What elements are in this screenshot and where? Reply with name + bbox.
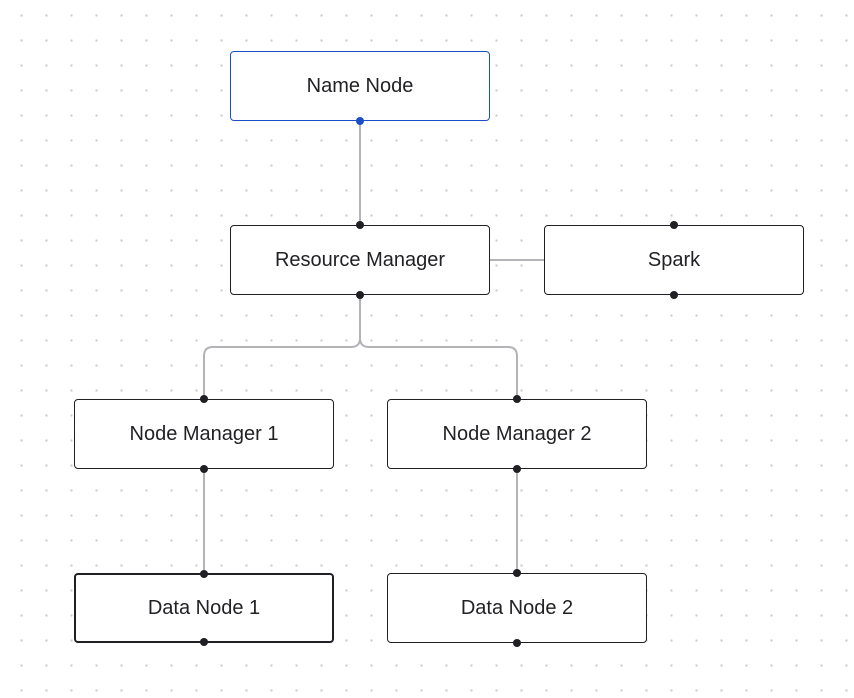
- node-label: Name Node: [306, 74, 414, 97]
- node-data-node-2[interactable]: Data Node 2: [387, 569, 647, 647]
- connection-handle[interactable]: [200, 638, 208, 646]
- node-label: Spark: [647, 248, 701, 271]
- connection-handle[interactable]: [356, 291, 364, 299]
- node-label: Data Node 1: [147, 596, 261, 619]
- connection-handle[interactable]: [670, 291, 678, 299]
- connection-handle[interactable]: [356, 117, 364, 125]
- node-label: Node Manager 1: [129, 422, 279, 445]
- node-spark[interactable]: Spark: [544, 221, 804, 299]
- node-label: Node Manager 2: [442, 422, 592, 445]
- node-data-node-1[interactable]: Data Node 1: [74, 570, 334, 646]
- connection-handle[interactable]: [513, 465, 521, 473]
- edge-resource-manager-to-node-manager-1[interactable]: [203, 295, 361, 399]
- connection-handle[interactable]: [200, 570, 208, 578]
- node-label: Resource Manager: [274, 248, 446, 271]
- edge-resource-manager-to-node-manager-2[interactable]: [359, 295, 518, 399]
- connection-handle[interactable]: [200, 395, 208, 403]
- connection-handle[interactable]: [200, 465, 208, 473]
- connection-handle[interactable]: [513, 639, 521, 647]
- connection-handle[interactable]: [670, 221, 678, 229]
- connection-handle[interactable]: [513, 395, 521, 403]
- node-name-node[interactable]: Name Node: [230, 51, 490, 125]
- node-resource-manager[interactable]: Resource Manager: [230, 221, 490, 299]
- connection-handle[interactable]: [513, 569, 521, 577]
- node-node-manager-2[interactable]: Node Manager 2: [387, 395, 647, 473]
- node-label: Data Node 2: [460, 596, 574, 619]
- node-node-manager-1[interactable]: Node Manager 1: [74, 395, 334, 473]
- connection-handle[interactable]: [356, 221, 364, 229]
